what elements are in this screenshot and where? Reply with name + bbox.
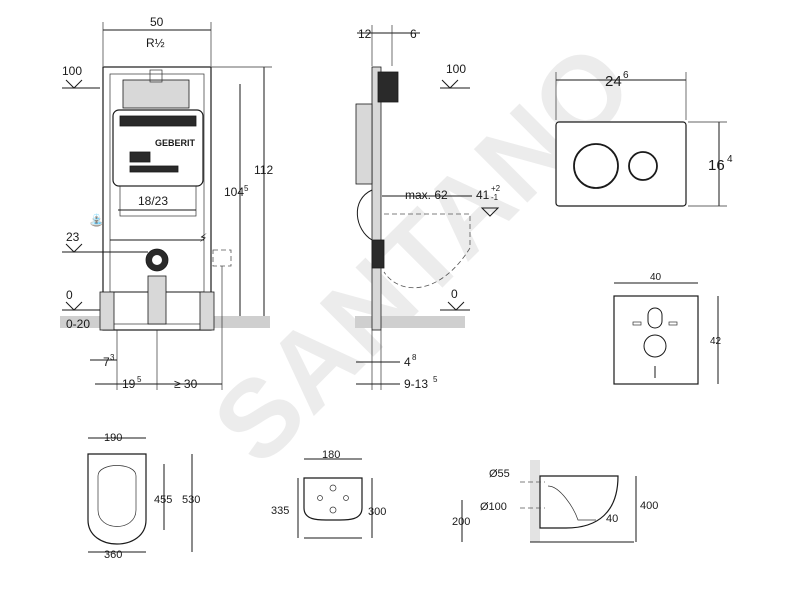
mat-hole-drain bbox=[643, 334, 667, 358]
side-frame-profile bbox=[371, 66, 382, 331]
back-hole bbox=[317, 495, 323, 501]
front-level-23: 23 bbox=[66, 230, 80, 244]
toilet-side-view: Ø55 Ø100 200 40 400 bbox=[452, 460, 658, 543]
front-socket bbox=[212, 249, 232, 267]
front-top-connector bbox=[149, 69, 163, 83]
toilet-side-outline bbox=[539, 475, 619, 529]
side-wc-outline bbox=[383, 213, 471, 289]
plate-width: 24 bbox=[605, 73, 622, 90]
watermark: SANTANO bbox=[190, 21, 656, 487]
level-triangle-41 bbox=[480, 207, 500, 217]
dim-30: ≥ 30 bbox=[174, 377, 198, 391]
side-pipe bbox=[356, 189, 373, 241]
toilet-side-wall bbox=[530, 460, 540, 542]
level-triangle-side-100 bbox=[441, 79, 459, 89]
toilet-length-inner: 455 bbox=[154, 494, 172, 506]
mat-slot-right bbox=[668, 321, 678, 326]
dim-9-13-sup: 5 bbox=[433, 375, 438, 384]
back-hole bbox=[329, 506, 337, 514]
side-cistern bbox=[355, 103, 373, 185]
dim-6: 6 bbox=[410, 27, 417, 41]
mat-width: 40 bbox=[650, 272, 662, 283]
dim-19: 19 bbox=[122, 377, 136, 391]
lightning-icon: ⚡ bbox=[199, 231, 207, 245]
level-triangle-23 bbox=[65, 243, 83, 253]
plate-height-sup: 4 bbox=[727, 154, 733, 165]
dim-12: 12 bbox=[358, 27, 372, 41]
mat-height: 42 bbox=[710, 336, 722, 347]
side-floor bbox=[355, 316, 465, 328]
watermark-text: SANTANO bbox=[190, 21, 656, 487]
front-logo-text: GEBERIT bbox=[155, 138, 196, 148]
toilet-side-bowl bbox=[547, 485, 596, 521]
side-top-block bbox=[377, 71, 399, 103]
dim-spacing: 18/23 bbox=[138, 194, 168, 208]
side-view: 12 6 100 max. 62 41 +2 -1 0 4 8 9-13 5 bbox=[355, 25, 501, 391]
level-triangle-100 bbox=[65, 79, 83, 89]
dim-9-13: 9-13 bbox=[404, 377, 428, 391]
back-width-top: 180 bbox=[322, 449, 340, 461]
soundproof-mat-view: 40 42 bbox=[613, 272, 722, 385]
side-height-200: 200 bbox=[452, 516, 470, 528]
dim-height-104-sup: 5 bbox=[244, 184, 249, 193]
dim-height-112: 112 bbox=[254, 163, 273, 177]
front-drain-inner bbox=[152, 255, 162, 265]
side-dia-100: Ø100 bbox=[480, 501, 507, 513]
toilet-top-view: 190 455 530 360 bbox=[87, 432, 200, 561]
dim-width-50: 50 bbox=[150, 15, 164, 29]
dim-41: 41 bbox=[476, 188, 490, 202]
mat-hole-top bbox=[647, 307, 663, 329]
toilet-back-view: 180 335 300 bbox=[271, 449, 386, 539]
dim-height-104: 104 bbox=[224, 185, 244, 199]
level-triangle-side-0 bbox=[447, 301, 465, 311]
back-height-left: 335 bbox=[271, 505, 289, 517]
toilet-top-bowl bbox=[97, 465, 137, 527]
dim-max62: max. 62 bbox=[405, 188, 448, 202]
front-cistern-bar1 bbox=[119, 115, 197, 127]
front-top-level: 100 bbox=[62, 64, 82, 78]
flush-button-small bbox=[628, 151, 658, 181]
toilet-width-bottom: 360 bbox=[104, 549, 122, 561]
dim-19-sup: 5 bbox=[137, 375, 142, 384]
side-drain bbox=[371, 239, 385, 269]
back-hole bbox=[329, 484, 337, 492]
front-cistern-bar2 bbox=[129, 151, 151, 163]
toilet-back-outline bbox=[303, 477, 363, 521]
front-leg-right bbox=[199, 291, 215, 331]
level-triangle-0 bbox=[65, 301, 83, 311]
dim-4-sup: 8 bbox=[412, 353, 417, 362]
dim-41-plus: +2 bbox=[491, 184, 501, 193]
water-tap-icon: ⛲ bbox=[89, 213, 104, 227]
dim-41-minus: -1 bbox=[491, 193, 499, 202]
back-height-right: 300 bbox=[368, 506, 386, 518]
front-view: GEBERIT ⚡ ⛲ 50 R½ 100 112 104 5 18/23 2 bbox=[60, 15, 273, 391]
front-cistern-bar3 bbox=[129, 165, 179, 173]
front-lower-box bbox=[119, 185, 197, 217]
toilet-width-top: 190 bbox=[104, 432, 122, 444]
plate-width-sup: 6 bbox=[623, 70, 629, 81]
dim-7: 7 bbox=[103, 355, 110, 369]
flush-plate-view: 24 6 16 4 bbox=[555, 70, 733, 207]
front-level-0: 0 bbox=[66, 288, 73, 302]
side-height-400: 400 bbox=[640, 500, 658, 512]
side-level-0: 0 bbox=[451, 287, 458, 301]
mat-slot-left bbox=[632, 321, 642, 326]
front-top-valve bbox=[122, 79, 190, 109]
dim-thread: R½ bbox=[146, 36, 165, 50]
side-dia-55: Ø55 bbox=[489, 468, 510, 480]
toilet-top-outline bbox=[87, 453, 147, 545]
back-hole bbox=[343, 495, 349, 501]
plate-height: 16 bbox=[708, 157, 725, 174]
toilet-length-total: 530 bbox=[182, 494, 200, 506]
front-floor-range: 0-20 bbox=[66, 317, 90, 331]
front-leg-left bbox=[99, 291, 115, 331]
dim-4: 4 bbox=[404, 355, 411, 369]
flush-button-large bbox=[573, 143, 619, 189]
dim-7-sup: 3 bbox=[110, 353, 115, 362]
side-top-level: 100 bbox=[446, 62, 466, 76]
front-drain-pipe bbox=[147, 275, 167, 325]
side-dim-40: 40 bbox=[606, 513, 618, 525]
